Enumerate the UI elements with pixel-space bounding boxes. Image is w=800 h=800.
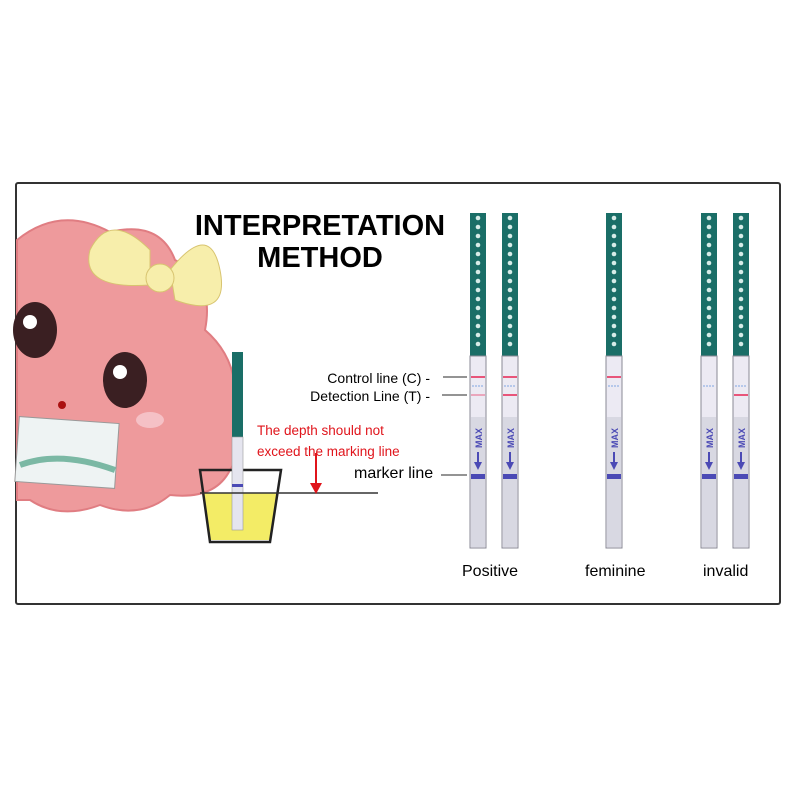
marker-band: [503, 474, 517, 479]
arrow-down-icon: [610, 462, 618, 470]
bow: [88, 229, 222, 307]
max-label: MAX: [610, 428, 620, 448]
marker-band: [471, 474, 485, 479]
max-label: MAX: [506, 428, 516, 448]
arrow-down-icon: [737, 462, 745, 470]
control-line: [471, 376, 485, 378]
result-positive: Positive: [462, 563, 519, 580]
result-invalid: invalid: [703, 563, 749, 580]
test-strip: MAX: [469, 213, 487, 549]
control-line: [503, 376, 517, 378]
arrow-down-icon: [506, 462, 514, 470]
control-line: [607, 376, 621, 378]
test-strip: MAX: [501, 213, 519, 549]
marker-band: [702, 474, 716, 479]
detection-line-label: Detection Line (T) -: [310, 388, 430, 404]
arrow-down-icon: [474, 462, 482, 470]
test-strip: MAX: [605, 213, 623, 549]
right-eye: [103, 352, 147, 408]
max-label: MAX: [474, 428, 484, 448]
left-eye: [13, 302, 57, 358]
arrow-down-icon: [705, 462, 713, 470]
marker-band: [607, 474, 621, 479]
result-feminine: feminine: [585, 563, 646, 580]
dipped-strip: [231, 352, 244, 531]
test-strip: MAX: [700, 213, 718, 549]
test-strip: MAX: [732, 213, 750, 549]
marker-line-label: marker line: [354, 465, 434, 482]
test-line: [471, 394, 485, 396]
max-label: MAX: [705, 428, 715, 448]
control-line-label: Control line (C) -: [327, 370, 430, 386]
mascot: [13, 219, 243, 513]
marker-band: [734, 474, 748, 479]
test-line: [503, 394, 517, 396]
test-package: [14, 416, 120, 489]
test-line: [734, 394, 748, 396]
max-label: MAX: [737, 428, 747, 448]
